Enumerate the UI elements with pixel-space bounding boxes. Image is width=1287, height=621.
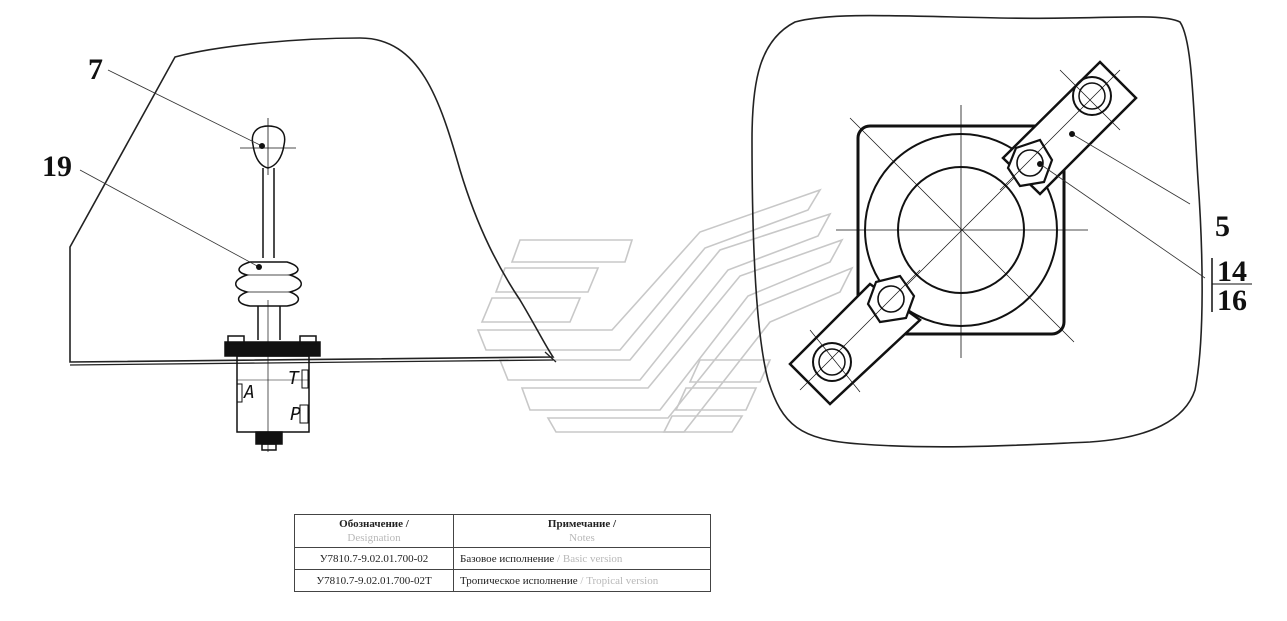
callout-7: 7 <box>88 53 103 86</box>
note-cell: Базовое исполнение / Basic version <box>453 547 711 570</box>
housing-mark-t: T <box>288 368 300 389</box>
header-designation-en: Designation <box>347 532 401 544</box>
leader-7 <box>107 69 263 147</box>
note-ru: Базовое исполнение <box>460 552 555 565</box>
housing-mark-p: P <box>290 404 301 425</box>
note-separator: / <box>557 552 561 565</box>
floor-panel-outline <box>751 14 1203 448</box>
watermark-logo <box>476 188 854 433</box>
header-designation: Обозначение / Designation <box>294 514 454 548</box>
leader-19 <box>79 169 260 268</box>
callout-5: 5 <box>1215 210 1230 243</box>
note-en: Basic version <box>562 552 623 565</box>
clamp-bracket-upper <box>999 60 1138 196</box>
designation-cell: У7810.7-9.02.01.700-02 <box>294 547 454 570</box>
note-ru: Тропическое исполнение <box>460 574 578 587</box>
designation-cell: У7810.7-9.02.01.700-02Т <box>294 569 454 592</box>
callout-19: 19 <box>42 150 72 183</box>
housing-mark-a: A <box>243 382 255 403</box>
header-notes: Примечание / Notes <box>453 514 711 548</box>
table-row: У7810.7-9.02.01.700-02 Базовое исполнени… <box>294 547 711 570</box>
callout-14: 14 <box>1217 255 1247 288</box>
note-cell: Тропическое исполнение / Tropical versio… <box>453 569 711 592</box>
table-row: У7810.7-9.02.01.700-02Т Тропическое испо… <box>294 569 711 592</box>
callout-16: 16 <box>1217 284 1247 317</box>
joystick-valve <box>224 118 321 452</box>
table-header-row: Обозначение / Designation Примечание / N… <box>294 514 711 548</box>
leader-14-16 <box>1039 163 1206 279</box>
header-notes-en: Notes <box>569 532 595 544</box>
designation-table: Обозначение / Designation Примечание / N… <box>294 514 711 592</box>
cab-panel-outline <box>69 37 555 363</box>
note-separator: / <box>580 574 584 587</box>
leader-5 <box>1071 133 1191 205</box>
header-notes-ru: Примечание / <box>547 518 617 530</box>
clamp-bracket-lower <box>788 269 922 406</box>
note-en: Tropical version <box>586 574 659 587</box>
header-designation-ru: Обозначение / <box>339 518 409 530</box>
